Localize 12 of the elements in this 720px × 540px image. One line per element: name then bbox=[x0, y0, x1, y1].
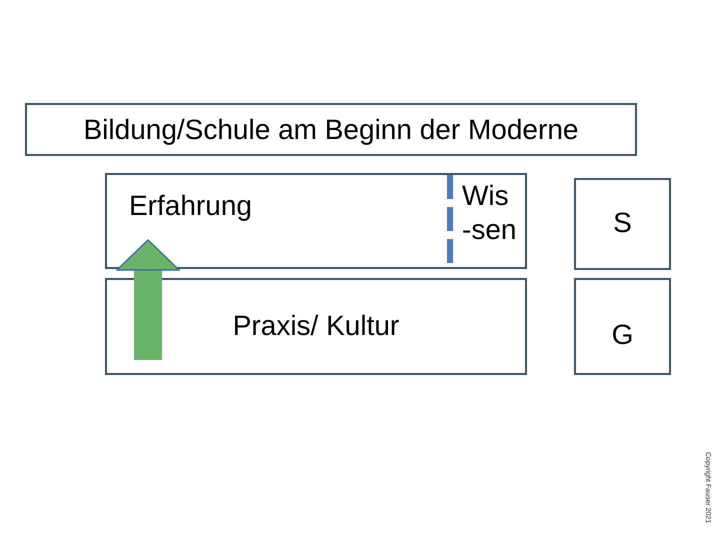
box-label: S bbox=[612, 206, 633, 240]
layer-box bbox=[105, 278, 527, 375]
box-label: Erfahrung bbox=[129, 189, 252, 223]
column-box bbox=[574, 278, 671, 375]
title-text: Bildung/Schule am Beginn der Moderne bbox=[82, 113, 580, 147]
column-box bbox=[574, 178, 671, 270]
box-label: Wis -sen bbox=[462, 179, 518, 247]
box-label: Praxis/ Kultur bbox=[232, 309, 400, 343]
layer-box bbox=[105, 173, 527, 269]
box-label: G bbox=[610, 318, 634, 352]
title-box bbox=[25, 103, 637, 156]
block-arrow bbox=[116, 239, 180, 360]
